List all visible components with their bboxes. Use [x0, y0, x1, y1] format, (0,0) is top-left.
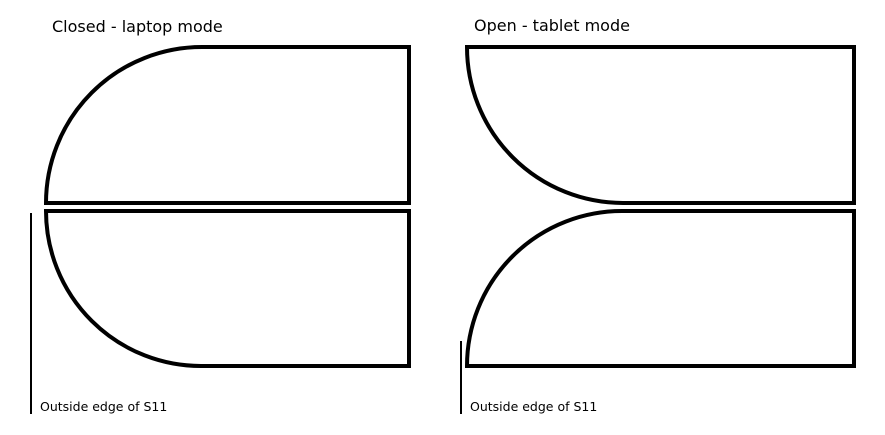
right-diagram-title: Open - tablet mode [474, 16, 630, 35]
left-top-panel [43, 45, 411, 205]
right-outside-edge-label: Outside edge of S11 [470, 399, 597, 414]
open-tablet-mode-drawing [460, 45, 856, 414]
closed-laptop-mode-drawing [30, 45, 411, 414]
left-outside-edge-label: Outside edge of S11 [40, 399, 167, 414]
right-top-panel [464, 45, 856, 205]
left-bottom-panel [43, 209, 411, 369]
left-diagram-title: Closed - laptop mode [52, 17, 223, 36]
right-bottom-panel [464, 208, 856, 368]
